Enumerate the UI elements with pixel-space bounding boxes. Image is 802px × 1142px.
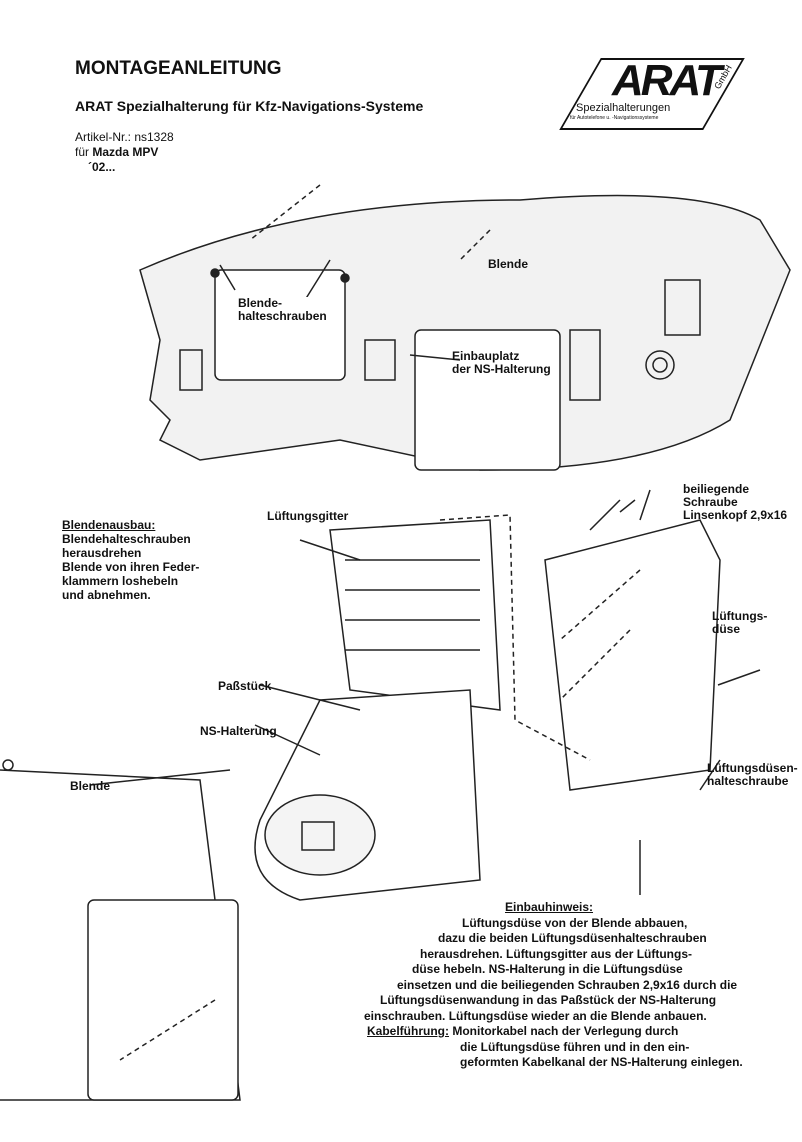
kabelfuehrung-heading: Kabelführung: (367, 1024, 449, 1038)
kabel-line: Monitorkabel nach der Verlegung durch (452, 1024, 679, 1038)
hinweis-line: Lüftungsdüsenwandung in das Paßstück der… (380, 993, 717, 1007)
label-einbauplatz-1: Einbauplatz (452, 349, 520, 363)
hinweis-line: dazu die beiden Lüftungsdüsenhalteschrau… (438, 931, 707, 945)
label-blende-bottom: Blende (70, 779, 111, 793)
model-year: ´02... (88, 160, 116, 174)
einbauplatz-screen (414, 329, 561, 471)
einbauhinweis-section: Einbauhinweis: Lüftungsdüse von der Blen… (360, 900, 790, 1071)
label-passstueck: Paßstück (218, 679, 272, 693)
blendenausbau-line: und abnehmen. (62, 588, 151, 602)
document-title: MONTAGEANLEITUNG (75, 58, 282, 79)
label-duesenschraube-1: Lüftungsdüsen- (707, 761, 798, 775)
blende-left-screen (214, 269, 346, 381)
hinweis-line: herausdrehen. Lüftungsgitter aus der Lüf… (420, 946, 693, 961)
for-prefix: für (75, 145, 90, 159)
label-ns-halterung: NS-Halterung (200, 724, 277, 738)
hinweis-line: einsetzen und die beiliegenden Schrauben… (397, 977, 738, 992)
label-duesenschraube-2: halteschraube (707, 774, 789, 788)
label-schraube-1: beiliegende (683, 482, 750, 496)
label-lueftungsduese-1: Lüftungs- (712, 609, 768, 623)
hinweis-line: Lüftungsdüse von der Blende abbauen, (462, 915, 688, 930)
blendenausbau-line: Blende von ihren Feder- (62, 560, 200, 574)
hinweis-line: düse hebeln. NS-Halterung in die Lüftung… (412, 962, 683, 976)
label-schraube-3: Linsenkopf 2,9x16 (683, 508, 788, 522)
blendenausbau-line: Blendehalteschrauben (62, 532, 191, 546)
blendenausbau-section: Blendenausbau: Blendehalteschrauben hera… (62, 518, 199, 602)
lueftungsgitter-part (329, 519, 501, 711)
lueftungsduese-part (544, 519, 721, 791)
label-halteschrauben-1: Blende- (238, 296, 283, 310)
blendenausbau-line: herausdrehen (62, 546, 142, 560)
label-lueftungsgitter: Lüftungsgitter (267, 509, 349, 523)
blendenausbau-heading: Blendenausbau: (62, 518, 156, 532)
label-halteschrauben-2: halteschrauben (238, 309, 327, 323)
arat-logo: ARAT GmbH Spezialhalterungen für Autotel… (559, 56, 745, 130)
kabel-line: geformten Kabelkanal der NS-Halterung ei… (460, 1055, 743, 1069)
article-number: Artikel-Nr.: ns1328 (75, 130, 174, 144)
label-einbauplatz-2: der NS-Halterung (452, 362, 551, 376)
label-blende-top: Blende (488, 257, 529, 271)
kabel-line: die Lüftungsdüse führen und in den ein- (460, 1039, 690, 1054)
vehicle-model: Mazda MPV (92, 145, 159, 159)
hinweis-line: einschrauben. Lüftungsdüse wieder an die… (364, 1008, 707, 1023)
blendenausbau-line: klammern loshebeln (62, 574, 179, 588)
label-schraube-2: Schraube (683, 495, 738, 509)
label-lueftungsduese-2: düse (712, 622, 741, 636)
document-subtitle: ARAT Spezialhalterung für Kfz-Navigation… (75, 98, 424, 114)
einbauhinweis-heading: Einbauhinweis: (505, 900, 594, 914)
